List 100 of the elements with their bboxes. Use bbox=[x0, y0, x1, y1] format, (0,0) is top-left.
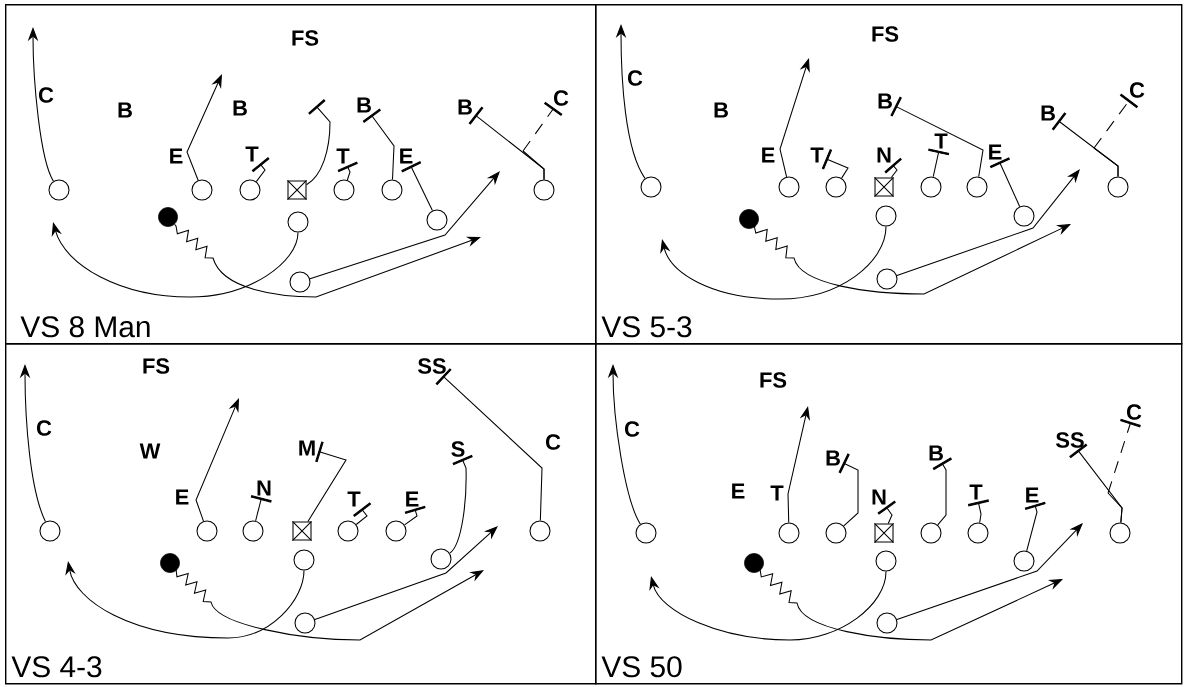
player-circle bbox=[426, 209, 448, 231]
defender-letter: B bbox=[458, 99, 472, 115]
player-dot bbox=[744, 553, 764, 573]
defender-letter: E bbox=[176, 489, 189, 505]
center-square bbox=[286, 179, 308, 201]
player-circle bbox=[825, 522, 847, 544]
defender-letter: N bbox=[872, 489, 886, 505]
block-line bbox=[306, 99, 331, 186]
player-circle bbox=[289, 271, 311, 293]
defender-letter: C bbox=[554, 90, 569, 106]
player-circle bbox=[1013, 550, 1035, 572]
block-line bbox=[877, 500, 896, 524]
player-circle bbox=[1109, 522, 1131, 544]
player-circle bbox=[287, 211, 309, 233]
defender-letter: E bbox=[732, 483, 745, 499]
player-circle bbox=[876, 268, 898, 290]
block-line bbox=[928, 148, 950, 178]
defender-letter: B bbox=[1041, 105, 1055, 121]
block-line bbox=[362, 108, 395, 180]
player-circle bbox=[385, 520, 407, 542]
defender-letter: B bbox=[826, 450, 840, 466]
player-dot bbox=[739, 209, 759, 229]
player-circle bbox=[1013, 205, 1035, 227]
defender-letter: M bbox=[299, 440, 315, 456]
player-circle bbox=[778, 522, 800, 544]
block-line bbox=[821, 149, 849, 179]
player-circle bbox=[39, 520, 61, 542]
block-line bbox=[250, 495, 272, 522]
defender-letter: FS bbox=[760, 372, 787, 388]
player-circle bbox=[48, 179, 70, 201]
route-arrow bbox=[649, 571, 887, 641]
defender-letter: FS bbox=[143, 358, 170, 374]
block-line bbox=[307, 441, 347, 522]
defender-letter: C bbox=[1127, 404, 1142, 420]
defender-letter: T bbox=[347, 491, 361, 507]
player-circle bbox=[533, 179, 555, 201]
route-arrow bbox=[65, 561, 305, 639]
route-arrow bbox=[615, 24, 646, 179]
block-line bbox=[404, 505, 426, 526]
block-line bbox=[838, 453, 859, 527]
route-arrow bbox=[896, 523, 1083, 621]
route-arrow bbox=[314, 526, 498, 620]
center-square bbox=[873, 176, 895, 198]
block-line bbox=[1024, 501, 1046, 552]
defender-letter: SS bbox=[418, 358, 446, 374]
player-circle bbox=[294, 612, 316, 634]
player-circle bbox=[635, 522, 657, 544]
defender-letter: B bbox=[878, 93, 892, 109]
route-arrow bbox=[51, 222, 299, 298]
defender-letter: B bbox=[929, 445, 943, 461]
route-arrow bbox=[896, 169, 1080, 277]
defender-letter: E bbox=[762, 147, 775, 163]
route-arrow bbox=[27, 27, 54, 182]
block-line bbox=[522, 101, 563, 180]
player-circle bbox=[920, 176, 942, 198]
defender-letter: B bbox=[357, 97, 371, 113]
player-circle bbox=[191, 179, 213, 201]
defender-letter: C bbox=[37, 420, 52, 436]
defender-letter: FS bbox=[292, 30, 319, 46]
defender-letter: B bbox=[118, 102, 132, 118]
route-arrow bbox=[759, 568, 1063, 641]
player-circle bbox=[967, 522, 989, 544]
defender-letter: W bbox=[139, 443, 161, 459]
player-circle bbox=[333, 179, 355, 201]
player-circle bbox=[430, 548, 452, 570]
defender-letter: FS bbox=[872, 26, 899, 42]
player-circle bbox=[825, 176, 847, 198]
player-circle bbox=[640, 176, 662, 198]
defender-letter: T bbox=[336, 148, 350, 164]
player-circle bbox=[778, 176, 800, 198]
defender-letter: C bbox=[1130, 82, 1145, 98]
block-line bbox=[989, 157, 1021, 207]
defender-letter: T bbox=[810, 147, 824, 163]
block-line bbox=[1107, 418, 1141, 524]
defender-letter: C bbox=[39, 87, 54, 103]
center-square bbox=[873, 522, 895, 544]
center-square bbox=[291, 520, 313, 542]
defender-letter: T bbox=[969, 484, 983, 500]
player-circle bbox=[876, 612, 898, 634]
defender-letter: T bbox=[934, 133, 948, 149]
defender-letter: C bbox=[625, 421, 640, 437]
player-dot bbox=[160, 553, 180, 573]
defender-letter: N bbox=[257, 480, 271, 496]
player-circle bbox=[381, 179, 403, 201]
player-circle bbox=[966, 176, 988, 198]
route-arrow bbox=[19, 364, 46, 523]
player-circle bbox=[239, 179, 261, 201]
defender-letter: B bbox=[714, 102, 728, 118]
block-line bbox=[353, 502, 372, 525]
block-line bbox=[449, 454, 473, 554]
player-dot bbox=[158, 207, 178, 227]
player-circle bbox=[293, 549, 315, 571]
route-arrow bbox=[660, 226, 887, 300]
player-circle bbox=[875, 205, 897, 227]
route-arrow bbox=[607, 364, 641, 525]
defender-letter: E bbox=[400, 148, 413, 164]
defender-letter: E bbox=[406, 491, 419, 507]
defender-letter: C bbox=[628, 70, 643, 86]
block-line bbox=[932, 457, 953, 526]
defender-letter: B bbox=[233, 100, 247, 116]
